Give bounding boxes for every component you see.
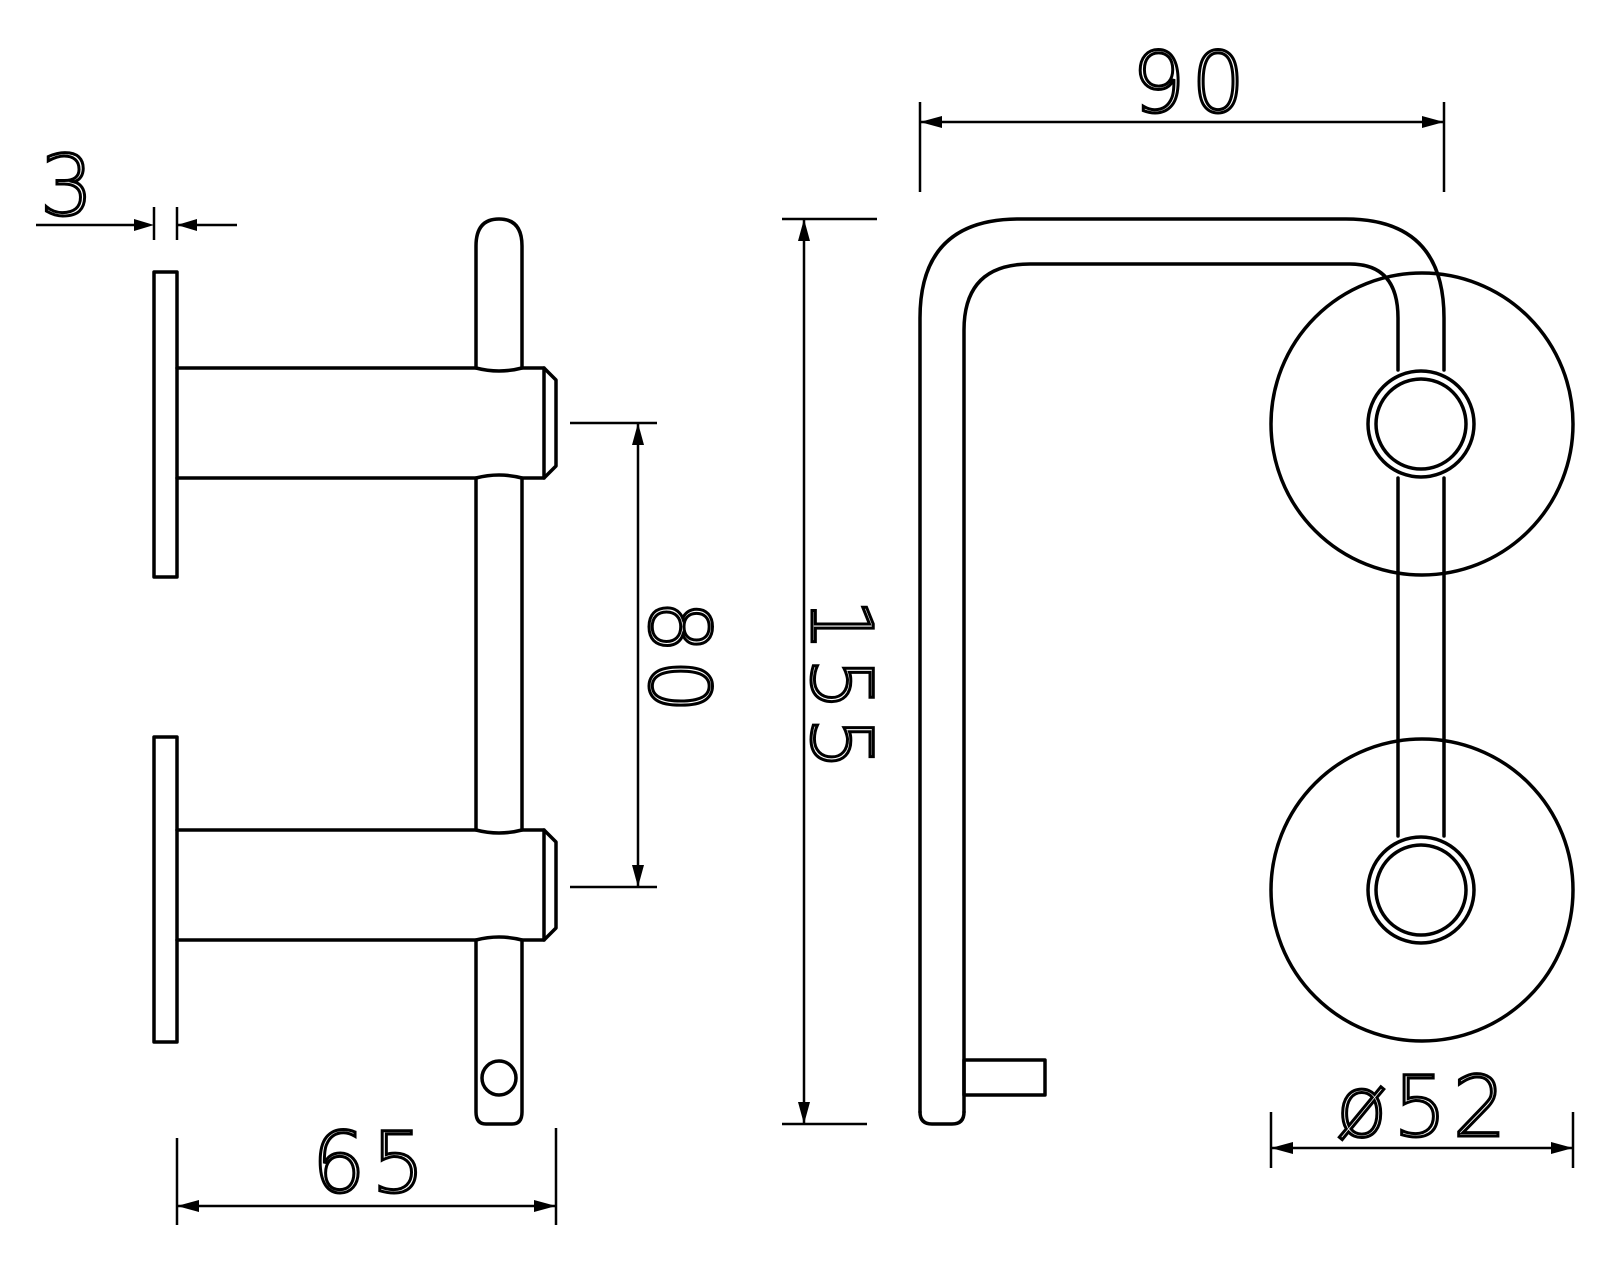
- dimension-80-label: 80: [630, 600, 728, 719]
- dimension-90: 90: [918, 33, 1446, 192]
- upper-post: [1366, 369, 1476, 479]
- dimension-3-label: 3: [40, 137, 99, 235]
- lower-post-inner: [1374, 843, 1468, 937]
- dimension-3: 3: [36, 136, 237, 240]
- vertical-rod: [474, 217, 524, 1126]
- dimension-155: 155: [782, 217, 892, 1126]
- dimension-155-label: 155: [792, 598, 890, 776]
- holder-rod: [918, 217, 1446, 1114]
- lower-wall-flange: [152, 735, 179, 1044]
- dimension-90-label: 90: [1132, 34, 1251, 132]
- upper-post-inner: [1374, 377, 1468, 471]
- upper-wall-flange: [152, 270, 179, 579]
- dimension-80: 80: [570, 421, 730, 889]
- dimension-65-label: 65: [312, 1114, 431, 1212]
- lower-post: [1366, 835, 1476, 945]
- upper-arm: [175, 366, 558, 480]
- lower-rosette: [1269, 737, 1575, 1043]
- upper-rosette: [1269, 271, 1575, 577]
- roll-stop-stub: [962, 1058, 1047, 1097]
- dimension-diameter-52: ø52: [1269, 1057, 1575, 1168]
- front-view: 90 155 ø52: [782, 33, 1575, 1168]
- lower-arm: [175, 828, 558, 942]
- dimension-diameter-52-label: ø52: [1336, 1058, 1512, 1156]
- rod-end: [918, 1110, 966, 1126]
- dimension-65: 65: [175, 1113, 558, 1225]
- side-view: 3 65 80: [36, 136, 730, 1225]
- rod-end-hole: [480, 1059, 518, 1097]
- rod-vertical-section: [1396, 476, 1446, 838]
